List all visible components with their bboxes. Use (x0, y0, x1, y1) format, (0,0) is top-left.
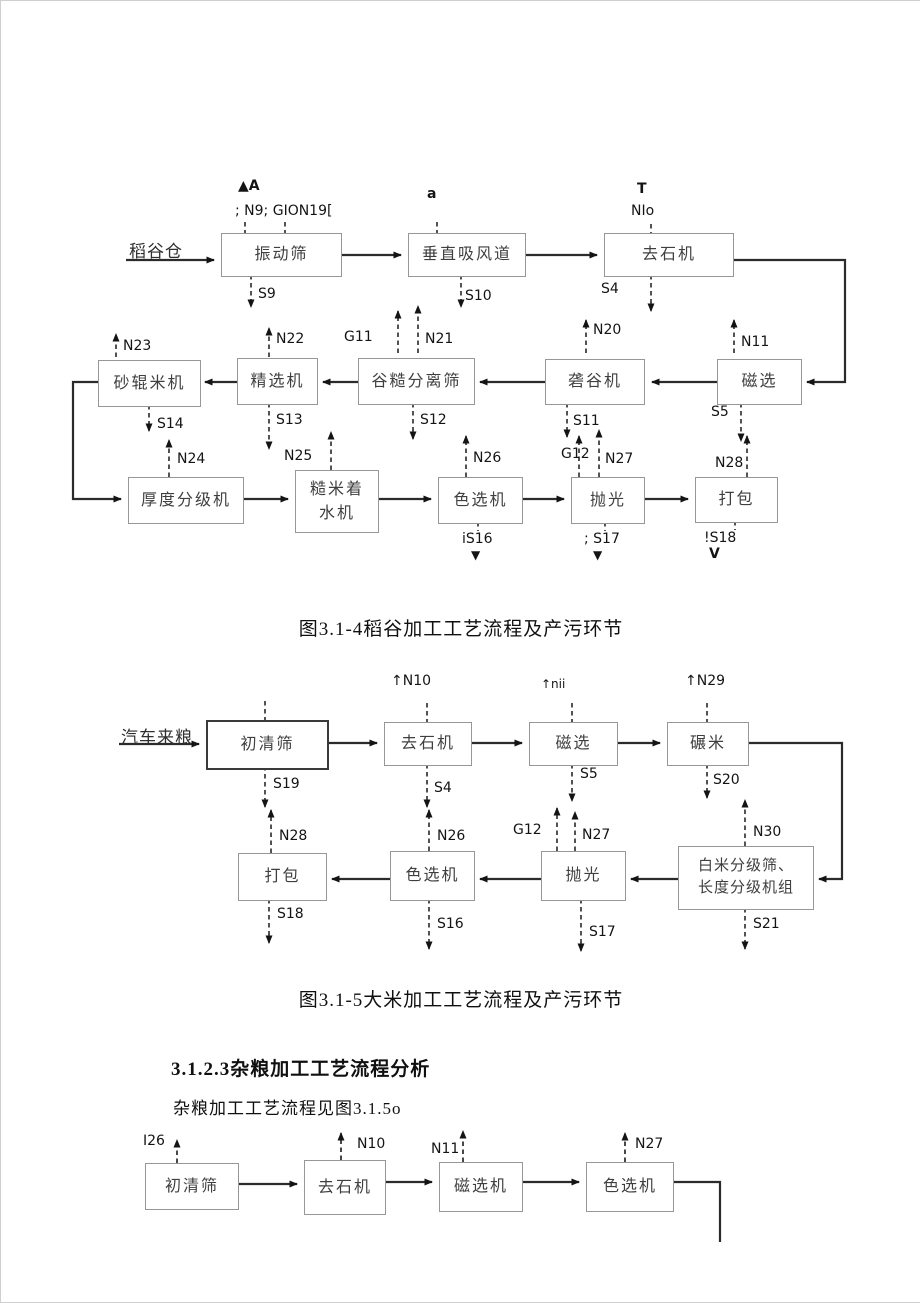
f1-label-s9: S9 (258, 286, 276, 302)
f3-node-color-sorter: 色选机 (586, 1162, 674, 1212)
f1-label-s13: S13 (276, 412, 303, 428)
f2-label-s20: S20 (713, 772, 740, 788)
f2-node-destoner: 去石机 (384, 722, 472, 766)
f1-label-n20: N20 (593, 322, 622, 338)
f1-label-a: a (427, 186, 437, 202)
f1-label-s18: !S18 (704, 530, 737, 546)
f2-node-magnetic-separator: 磁选 (529, 722, 618, 766)
f3-label-n10: N10 (357, 1136, 386, 1152)
f1-node-husker: 砻谷机 (545, 359, 645, 405)
f1-node-vertical-air-duct: 垂直吸风道 (408, 233, 526, 277)
f1-label-s5: S5 (711, 404, 729, 420)
f1-node-paddy-separator: 谷糙分离筛 (358, 358, 475, 405)
f2-node-precleaner: 初清筛 (206, 720, 329, 770)
f1-node-color-sorter: 色选机 (438, 477, 523, 524)
f3-node-magnetic-separator: 磁选机 (439, 1162, 523, 1212)
f1-label-nIo: NIo (631, 203, 655, 219)
f2-feed-label: 汽车来粮 (121, 728, 193, 747)
f2-node-color-sorter: 色选机 (390, 851, 475, 901)
f1-label-n27: N27 (605, 451, 634, 467)
f2-label-n29: ↑N29 (685, 673, 726, 689)
f2-node-polisher: 抛光 (541, 851, 626, 901)
f1-node-brown-rice-wetter: 糙米着 水机 (295, 470, 379, 533)
f1-caption: 图3.1-4稻谷加工工艺流程及产污环节 (298, 619, 624, 640)
f2-label-s4: S4 (434, 780, 452, 796)
f2-node-packing: 打包 (238, 853, 327, 901)
section-heading: 3.1.2.3杂粮加工工艺流程分析 (171, 1059, 431, 1080)
f1-label-s11: S11 (573, 413, 600, 429)
f3-node-destoner: 去石机 (304, 1160, 386, 1215)
f3-node-precleaner: 初清筛 (145, 1163, 239, 1210)
f1-label-s17: ; S17 (584, 531, 620, 547)
f1-node-vibrating-screen: 振动筛 (221, 233, 342, 277)
f2-label-n27: N27 (582, 827, 611, 843)
f1-label-s12: S12 (420, 412, 447, 428)
f2-label-s21: S21 (753, 916, 780, 932)
f2-label-s16: S16 (437, 916, 464, 932)
f2-label-n28: N28 (279, 828, 308, 844)
f1-label-n11: N11 (741, 334, 770, 350)
f2-label-n26: N26 (437, 828, 466, 844)
f2-label-n30: N30 (753, 824, 782, 840)
f1-arrow-tail-s18-icon: V (709, 546, 720, 562)
f3-label-n27: N27 (635, 1136, 664, 1152)
f2-node-white-rice-grader: 白米分级筛、 长度分级机组 (678, 846, 814, 910)
f1-node-polisher: 抛光 (571, 477, 645, 524)
f1-label-s10: S10 (465, 288, 492, 304)
f2-label-s17: S17 (589, 924, 616, 940)
f1-node-refiner: 精选机 (237, 358, 318, 405)
f1-label-n21: N21 (425, 331, 454, 347)
f2-node-rice-mill: 碾米 (667, 722, 749, 766)
f1-label-g12: G12 (561, 446, 590, 462)
f1-arrow-tail-s17-icon: ▼ (593, 548, 603, 562)
f1-label-t: T (637, 181, 647, 197)
f1-label-n23: N23 (123, 338, 152, 354)
f1-label-g11: G11 (344, 329, 373, 345)
f1-label-n25: N25 (284, 448, 313, 464)
f1-label-n22: N22 (276, 331, 305, 347)
f2-label-nii: ↑nii (541, 677, 566, 691)
f1-label-n24: N24 (177, 451, 206, 467)
f1-label-n28: N28 (715, 455, 744, 471)
f1-label-n26: N26 (473, 450, 502, 466)
f3-label-i26: I26 (143, 1133, 165, 1149)
f2-label-n10: ↑N10 (391, 673, 432, 689)
f2-label-s5: S5 (580, 766, 598, 782)
f1-node-packing: 打包 (695, 477, 778, 523)
f1-label-aA: ▲A (238, 178, 260, 194)
f1-arrow-tail-s16-icon: ▼ (471, 548, 481, 562)
f1-node-thickness-grader: 厚度分级机 (128, 477, 244, 524)
section-paragraph: 杂粮加工工艺流程见图3.1.5o (173, 1099, 402, 1118)
f1-node-magnetic-separator: 磁选 (717, 359, 802, 405)
f1-node-destoner: 去石机 (604, 233, 734, 277)
f1-feed-label: 稻谷仓 (129, 242, 183, 261)
f1-label-n9-row: ; N9; GION19[ (235, 203, 333, 219)
f2-caption: 图3.1-5大米加工工艺流程及产污环节 (298, 990, 624, 1011)
f1-node-sand-roller-mill: 砂辊米机 (98, 360, 201, 407)
f2-label-s19: S19 (273, 776, 300, 792)
f2-label-s18: S18 (277, 906, 304, 922)
f3-label-n11: N11 (431, 1141, 460, 1157)
f1-label-s14: S14 (157, 416, 184, 432)
f2-label-g12: G12 (513, 822, 542, 838)
f1-label-s16: iS16 (462, 531, 493, 547)
f1-label-s4: S4 (601, 281, 619, 297)
